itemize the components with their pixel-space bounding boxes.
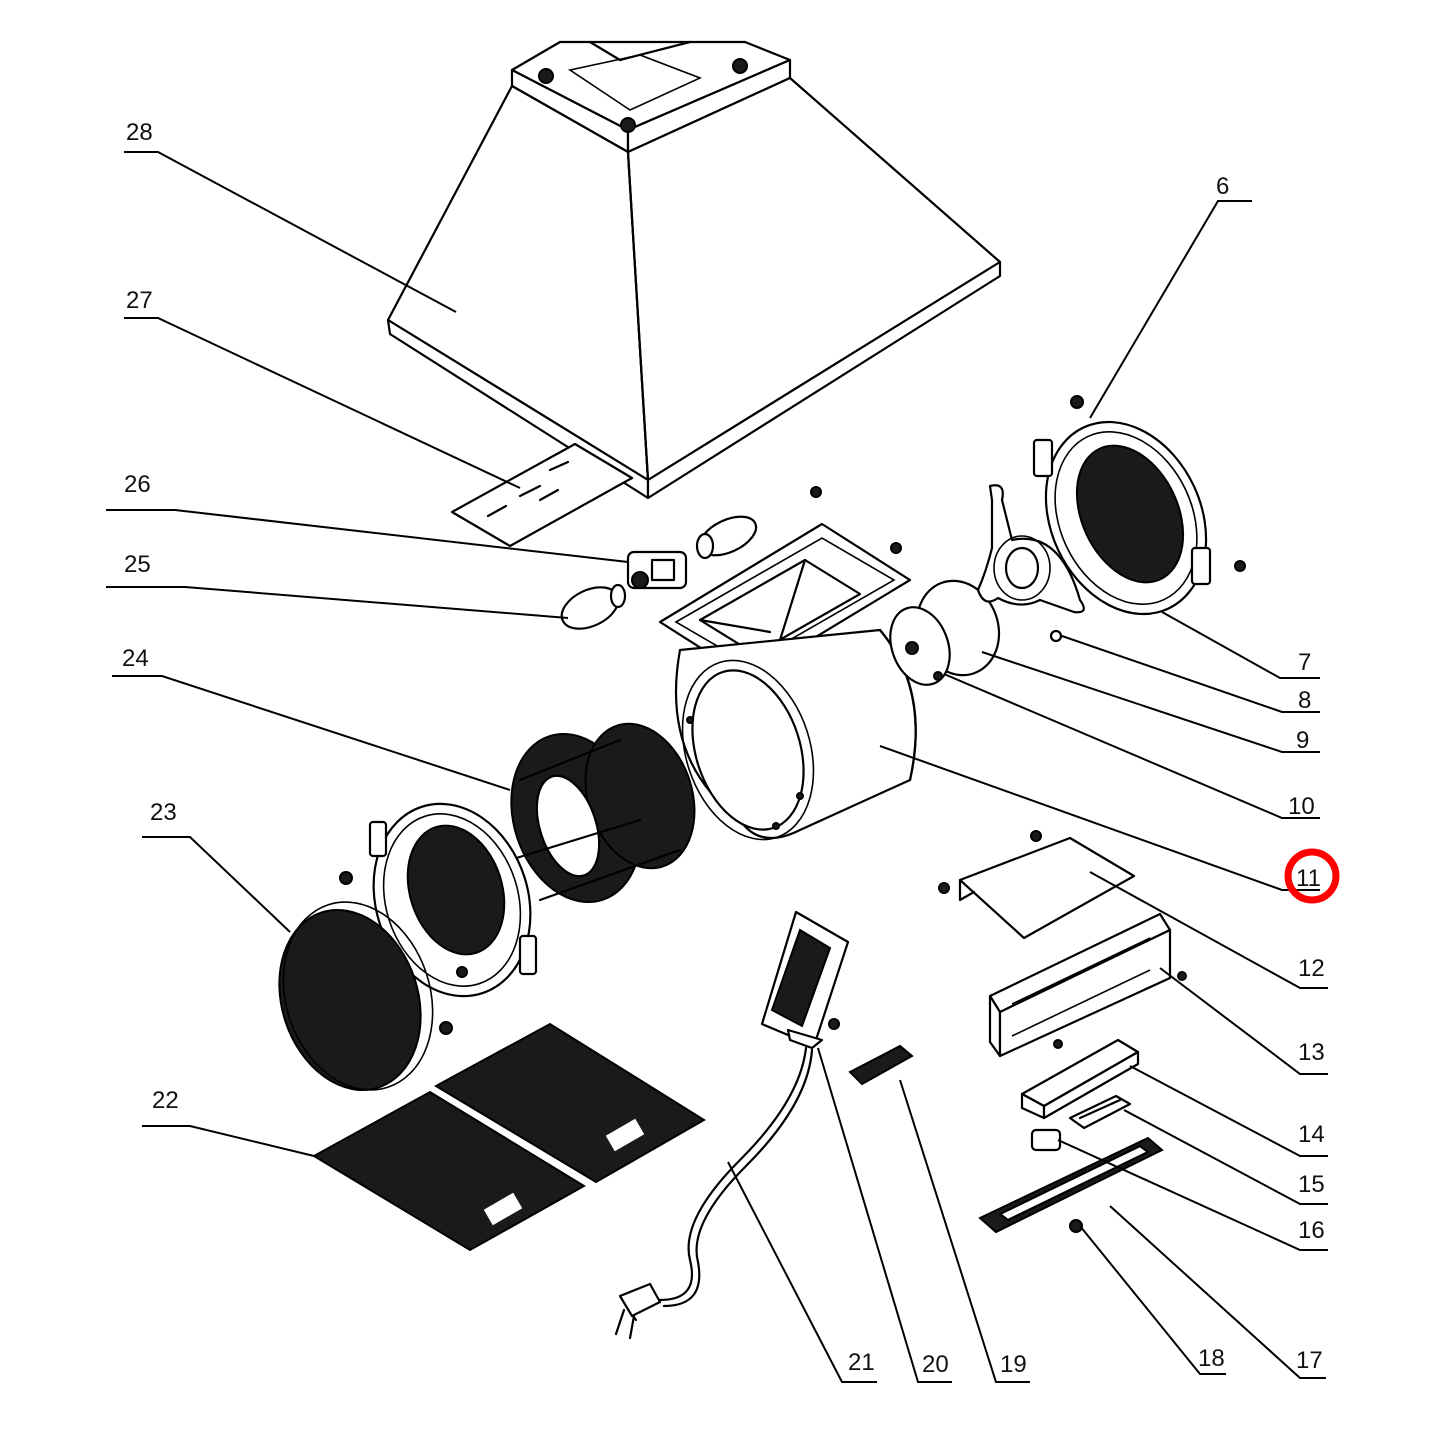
highlight-circle xyxy=(1284,848,1340,904)
switch-panel[interactable] xyxy=(978,1136,1164,1234)
label-9[interactable]: 9 xyxy=(1296,727,1309,754)
label-16[interactable]: 16 xyxy=(1298,1217,1325,1244)
switch[interactable] xyxy=(1030,1128,1062,1152)
mounting-plate[interactable] xyxy=(976,484,1085,614)
label-26[interactable]: 26 xyxy=(124,471,151,498)
outer-grille[interactable] xyxy=(257,882,456,1109)
label-21[interactable]: 21 xyxy=(848,1349,875,1376)
leader-lines xyxy=(106,151,1328,1383)
switch-bracket[interactable] xyxy=(1068,1094,1132,1130)
label-20[interactable]: 20 xyxy=(922,1351,949,1378)
label-6[interactable]: 6 xyxy=(1216,173,1229,200)
screw[interactable] xyxy=(1069,1219,1083,1233)
control-housing[interactable] xyxy=(988,912,1187,1058)
motor[interactable] xyxy=(880,569,1012,693)
junction-box[interactable] xyxy=(760,910,850,1050)
control-box-lid[interactable] xyxy=(938,830,1136,940)
label-7[interactable]: 7 xyxy=(1298,649,1311,676)
lamp-holder[interactable] xyxy=(626,509,762,590)
label-10[interactable]: 10 xyxy=(1288,793,1315,820)
label-19[interactable]: 19 xyxy=(1000,1351,1027,1378)
label-12[interactable]: 12 xyxy=(1298,955,1325,982)
grease-plate[interactable] xyxy=(450,442,634,548)
mesh-filters[interactable] xyxy=(311,1022,706,1252)
control-cover[interactable] xyxy=(1020,1038,1140,1120)
blower-housing[interactable] xyxy=(661,628,917,857)
inner-grille[interactable] xyxy=(1016,395,1246,641)
label-23[interactable]: 23 xyxy=(150,799,177,826)
label-14[interactable]: 14 xyxy=(1298,1121,1325,1148)
label-24[interactable]: 24 xyxy=(122,645,149,672)
blower-wheel[interactable] xyxy=(490,710,712,919)
label-17[interactable]: 17 xyxy=(1296,1347,1323,1374)
label-18[interactable]: 18 xyxy=(1198,1345,1225,1372)
terminal-block[interactable] xyxy=(848,1044,914,1086)
power-cord[interactable] xyxy=(614,1046,814,1340)
label-25[interactable]: 25 xyxy=(124,551,151,578)
label-28[interactable]: 28 xyxy=(126,119,153,146)
nut[interactable] xyxy=(1049,629,1063,643)
label-22[interactable]: 22 xyxy=(152,1087,179,1114)
label-15[interactable]: 15 xyxy=(1298,1171,1325,1198)
label-13[interactable]: 13 xyxy=(1298,1039,1325,1066)
hood-canopy[interactable] xyxy=(386,40,1002,500)
label-8[interactable]: 8 xyxy=(1298,687,1311,714)
label-11[interactable]: 11 xyxy=(1296,865,1321,892)
part-labels: 28 27 26 25 24 23 22 21 20 19 18 17 16 1… xyxy=(122,119,1325,1378)
label-27[interactable]: 27 xyxy=(126,287,153,314)
lamp-bulb[interactable] xyxy=(555,579,627,637)
intake-ring[interactable] xyxy=(339,783,555,1035)
